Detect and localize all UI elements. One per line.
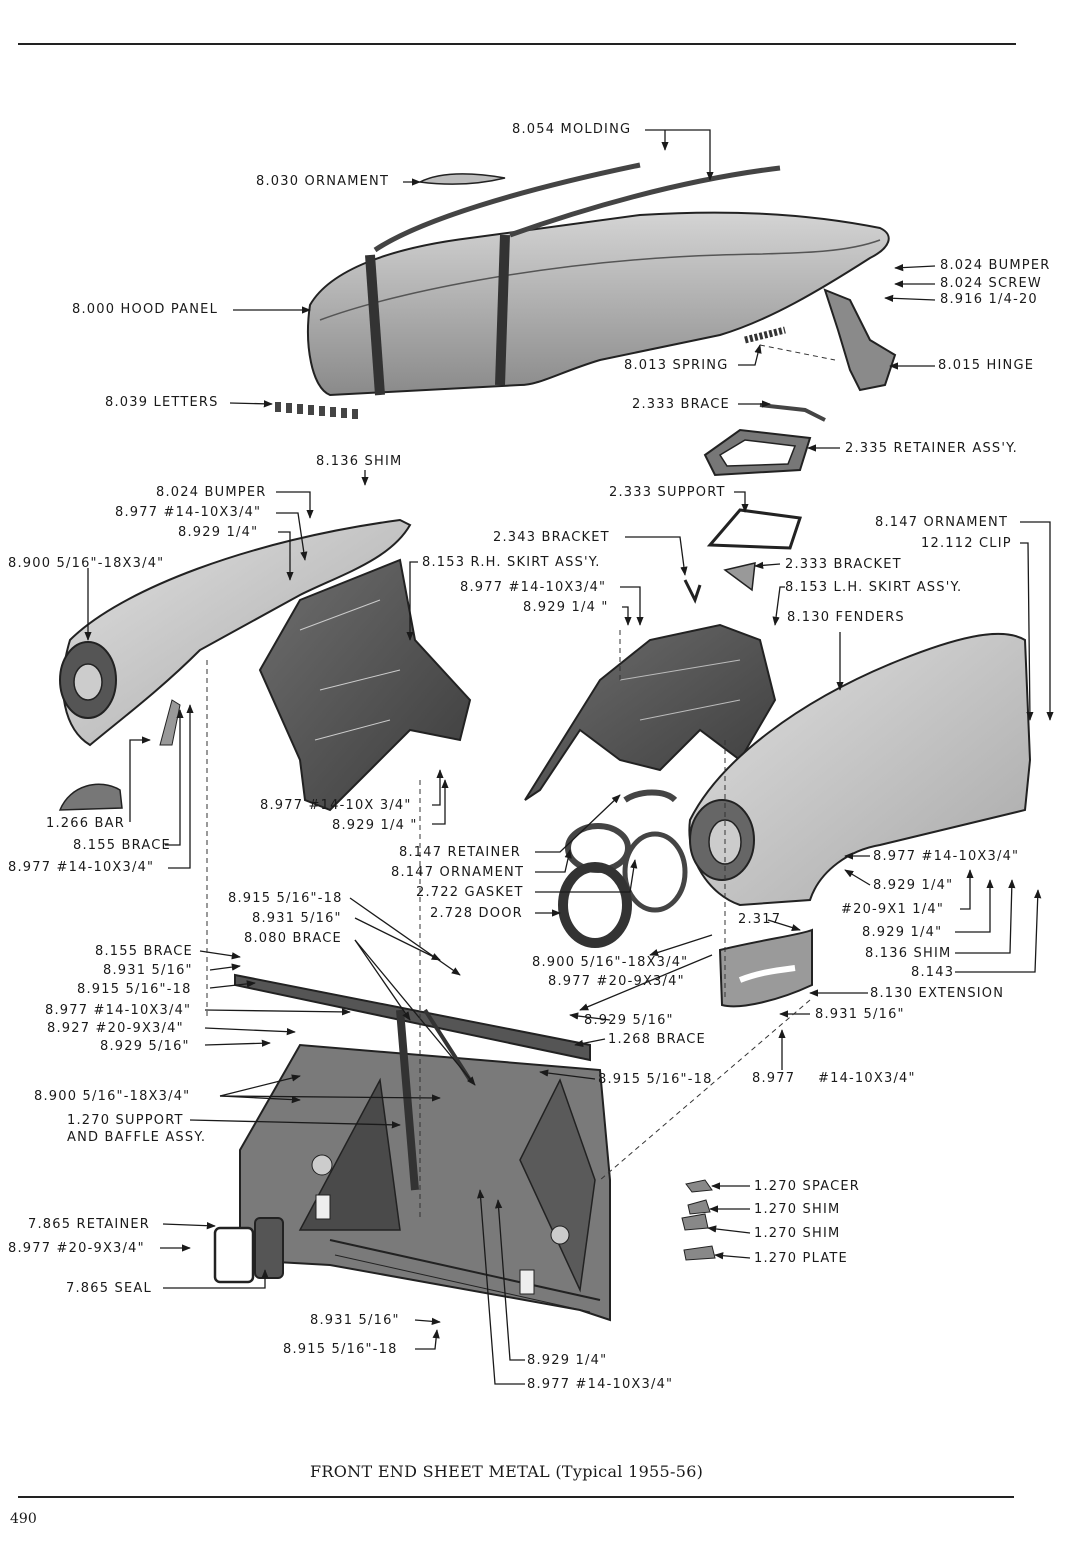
seal-7865 <box>213 1217 284 1284</box>
label-bolt-l7: 8.900 5/16"-18X3/4" <box>34 1089 191 1104</box>
bar-1266 <box>58 699 181 811</box>
label-seal-7865: 7.865 SEAL <box>66 1281 152 1296</box>
label-screw-l5: 8.977 #14-10X3/4" <box>45 1003 192 1018</box>
label-bolt-b1: 8.915 5/16"-18 <box>283 1342 398 1357</box>
label-hood-panel: 8.000 HOOD PANEL <box>72 302 219 317</box>
label-bumper-l: 8.024 BUMPER <box>156 485 267 500</box>
label-ornament-8147: 8.147 ORNAMENT <box>875 515 1009 530</box>
label-screw-c1: 8.977 #14-10X3/4" <box>460 580 607 595</box>
label-nut-r4: 8.931 5/16" <box>815 1007 905 1022</box>
label-screw-r4: 8.977 <box>752 1071 796 1086</box>
label-retainer-2335: 2.335 RETAINER ASS'Y. <box>845 441 1018 456</box>
label-hinge: 8.015 HINGE <box>938 358 1035 373</box>
label-screw-l1: 8.977 #14-10X3/4" <box>115 505 262 520</box>
label-bolt-c3: 8.900 5/16"-18X3/4" <box>532 955 689 970</box>
label-letters: 8.039 LETTERS <box>105 395 219 410</box>
assembly-lines <box>206 344 836 1220</box>
label-screw-r2: 8.977 #14-10X3/4" <box>873 849 1020 864</box>
headlamp-parts <box>558 789 688 948</box>
fender-extension <box>718 928 813 1008</box>
label-nut-b2: 8.929 1/4" <box>527 1353 608 1368</box>
figure-caption: FRONT END SHEET METAL (Typical 1955-56) <box>310 1462 704 1481</box>
label-nut-l6: 8.929 5/16" <box>100 1039 190 1054</box>
label-nut-l5: 8.931 5/16" <box>103 963 193 978</box>
label-extension: 8.130 EXTENSION <box>870 986 1005 1001</box>
label-bolt-l5: 8.915 5/16"-18 <box>77 982 192 997</box>
label-bracket-2343: 2.343 BRACKET <box>493 530 610 545</box>
radiator-support <box>234 973 611 1322</box>
rh-skirt <box>258 558 472 812</box>
label-fenders: 8.130 FENDERS <box>787 610 905 625</box>
label-retainer-8147: 8.147 RETAINER <box>399 845 522 860</box>
label-bolt-l1: 8.900 5/16"-18X3/4" <box>8 556 165 571</box>
label-plate: 1.270 PLATE <box>754 1251 848 1266</box>
label-shim-1270a: 1.270 SHIM <box>754 1202 841 1217</box>
label-spring: 8.013 SPRING <box>624 358 729 373</box>
label-part-2317: 2.317 <box>738 912 782 927</box>
label-retainer-7865: 7.865 RETAINER <box>28 1217 151 1232</box>
label-brace-8080: 8.080 BRACE <box>244 931 342 946</box>
label-shim-8136: 8.136 SHIM <box>316 454 403 469</box>
label-gasket: 2.722 GASKET <box>416 885 524 900</box>
label-screw-c2: 8.977 #14-10X 3/4" <box>260 798 412 813</box>
label-nut-r3: 8.929 1/4" <box>862 925 943 940</box>
label-bolt-c5: 8.915 5/16"-18 <box>598 1072 713 1087</box>
label-screw-l2: 8.977 #14-10X3/4" <box>8 860 155 875</box>
label-hood-ornament: 8.030 ORNAMENT <box>256 174 390 189</box>
bottom-rule <box>18 1496 1014 1498</box>
label-brace-8155b: 8.155 BRACE <box>95 944 193 959</box>
label-bolt-c4: 8.915 5/16"-18 <box>228 891 343 906</box>
label-molding: 8.054 MOLDING <box>512 122 632 137</box>
label-support-2333: 2.333 SUPPORT <box>609 485 726 500</box>
label-clip-12112: 12.112 CLIP <box>921 536 1012 551</box>
label-nut-c2: 8.929 1/4 " <box>332 818 418 833</box>
label-nut-c1: 8.929 1/4 " <box>523 600 609 615</box>
spacer-shims-plate <box>681 1179 716 1261</box>
label-nut-l1: 8.929 1/4" <box>178 525 259 540</box>
hood-hinge <box>744 288 897 392</box>
hood-ornament <box>417 173 506 185</box>
label-support-1270: 1.270 SUPPORT <box>67 1113 184 1128</box>
label-part-8143: 8.143 <box>911 965 955 980</box>
top-rule <box>18 43 1016 45</box>
hood-letters <box>275 402 358 419</box>
label-brace-2333: 2.333 BRACE <box>632 397 730 412</box>
label-rh-skirt: 8.153 R.H. SKIRT ASS'Y. <box>422 555 601 570</box>
label-nut-b1: 8.931 5/16" <box>310 1313 400 1328</box>
label-nut-c4: 8.931 5/16" <box>252 911 342 926</box>
label-screw-r4b: #14-10X3/4" <box>818 1071 916 1086</box>
label-screw-b2: 8.977 #14-10X3/4" <box>527 1377 674 1392</box>
leader-lines <box>84 129 1054 1385</box>
label-shim-1270b: 1.270 SHIM <box>754 1226 841 1241</box>
label-bumper-r: 8.024 BUMPER <box>940 258 1051 273</box>
label-bracket-2333: 2.333 BRACKET <box>785 557 902 572</box>
label-bar-1266: 1.266 BAR <box>46 816 125 831</box>
label-door: 2.728 DOOR <box>430 906 523 921</box>
label-screw-r: 8.024 SCREW <box>940 276 1042 291</box>
label-lh-skirt: 8.153 L.H. SKIRT ASS'Y. <box>785 580 963 595</box>
label-spacer: 1.270 SPACER <box>754 1179 860 1194</box>
label-screw-l8: 8.977 #20-9X3/4" <box>8 1241 145 1256</box>
page-number: 490 <box>10 1511 37 1527</box>
label-screw-l6: 8.927 #20-9X3/4" <box>47 1021 184 1036</box>
label-shim-r: 8.136 SHIM <box>865 946 952 961</box>
label-support-1270-sub: AND BAFFLE ASSY. <box>67 1130 207 1145</box>
label-ornament-8147b: 8.147 ORNAMENT <box>391 865 525 880</box>
label-bolt-r: 8.916 1/4-20 <box>940 292 1038 307</box>
label-nut-c3: 8.929 5/16" <box>584 1013 674 1028</box>
hood-panel <box>307 162 890 397</box>
support-frame <box>683 508 802 604</box>
label-nut-r2: 8.929 1/4" <box>873 878 954 893</box>
left-fender <box>59 518 412 747</box>
retainer-assembly <box>703 403 826 477</box>
label-brace-1268: 1.268 BRACE <box>608 1032 706 1047</box>
label-screw-r3: #20-9X1 1/4" <box>841 902 945 917</box>
label-screw-c3: 8.977 #20-9X3/4" <box>548 974 685 989</box>
label-brace-8155a: 8.155 BRACE <box>73 838 171 853</box>
